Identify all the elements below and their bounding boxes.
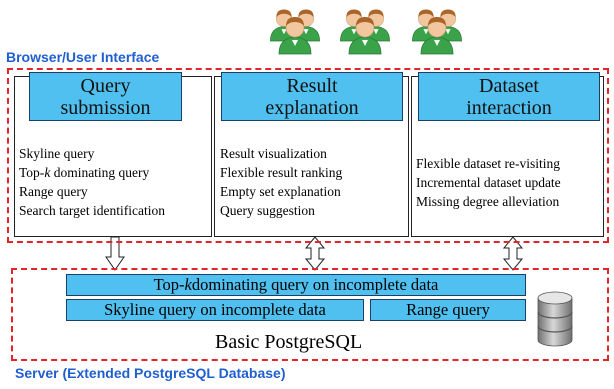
topk-dominating-query-bar: Top-k dominating query on incomplete dat… bbox=[66, 274, 526, 296]
module-title-line: interaction bbox=[466, 96, 552, 119]
client-layer-label: Browser/User Interface bbox=[6, 49, 160, 65]
server-layer-label: Server (Extended PostgreSQL Database) bbox=[15, 365, 286, 381]
module-title-line: submission bbox=[60, 96, 151, 119]
feature-item: Range query bbox=[19, 184, 88, 199]
feature-item: Flexible dataset re-visiting bbox=[416, 156, 560, 171]
module-title-line: Dataset bbox=[479, 74, 539, 97]
connector-arrow-bidirectional bbox=[502, 236, 524, 271]
module-title-line: explanation bbox=[265, 96, 359, 119]
feature-item: Search target identification bbox=[19, 203, 165, 218]
module-title-line: Query bbox=[80, 74, 131, 97]
feature-item: Skyline query bbox=[19, 146, 95, 161]
feature-item: Missing degree alleviation bbox=[416, 194, 560, 209]
topk-bar-prefix: Top- bbox=[153, 275, 185, 294]
skyline-query-bar: Skyline query on incomplete data bbox=[66, 299, 364, 321]
dataset-interaction-panel: Flexible dataset re-visiting Incremental… bbox=[411, 76, 604, 237]
connector-arrow-bidirectional bbox=[304, 236, 326, 271]
basic-postgresql-label: Basic PostgreSQL bbox=[215, 331, 363, 353]
feature-item: Top-k dominating query bbox=[19, 165, 150, 180]
query-submission-module: Query submission bbox=[29, 72, 182, 121]
query-submission-feature-list: Skyline query Top-k dominating query Ran… bbox=[19, 144, 165, 220]
feature-item: Result visualization bbox=[220, 146, 327, 161]
module-title-line: Result bbox=[286, 74, 338, 97]
dataset-interaction-module: Dataset interaction bbox=[418, 72, 600, 121]
connector-arrow-down bbox=[105, 236, 125, 271]
result-explanation-feature-list: Result visualization Flexible result ran… bbox=[220, 144, 342, 220]
users-group-icon bbox=[412, 10, 461, 54]
feature-item: Query suggestion bbox=[220, 203, 315, 218]
feature-item: Empty set explanation bbox=[220, 184, 341, 199]
range-query-bar: Range query bbox=[370, 299, 526, 321]
database-icon bbox=[537, 291, 573, 347]
feature-item: Flexible result ranking bbox=[220, 165, 343, 180]
users-group-icon bbox=[340, 10, 389, 54]
client-layer-boundary bbox=[7, 68, 609, 243]
users-group-icon bbox=[270, 10, 319, 54]
result-explanation-module: Result explanation bbox=[221, 72, 403, 121]
topk-bar-suffix: dominating query on incomplete data bbox=[191, 275, 439, 294]
feature-item: Incremental dataset update bbox=[416, 175, 561, 190]
dataset-interaction-feature-list: Flexible dataset re-visiting Incremental… bbox=[416, 154, 561, 211]
topk-bar-k: k bbox=[184, 275, 192, 294]
server-layer-boundary bbox=[11, 268, 609, 361]
